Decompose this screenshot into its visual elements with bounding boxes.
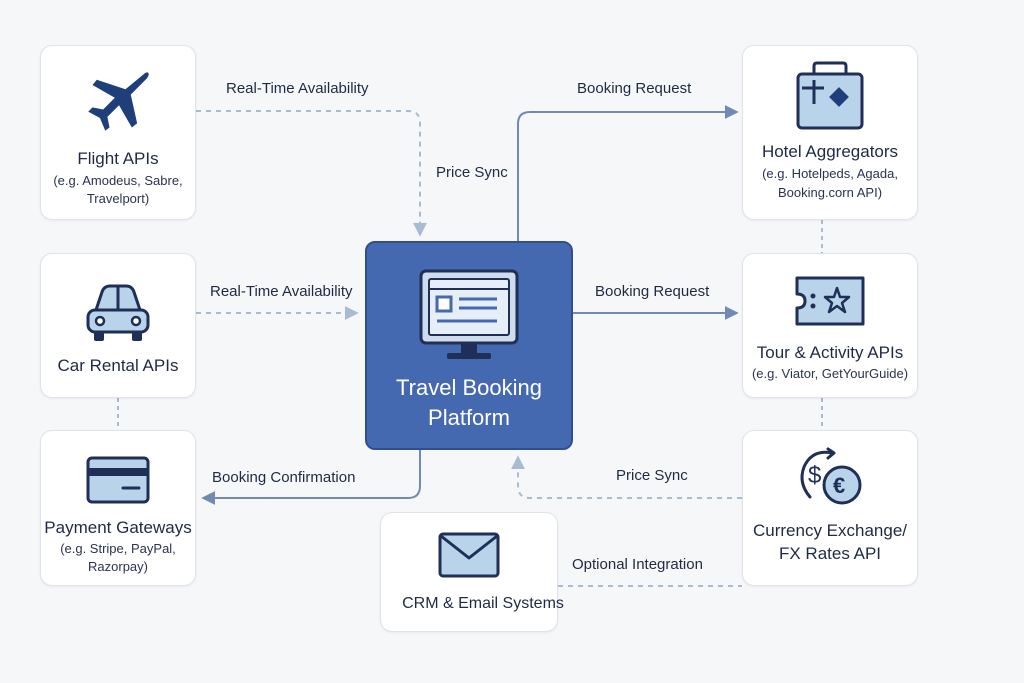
node-car-title: Car Rental APIs (57, 356, 179, 375)
node-hotel-sub-line1: (e.g. Hotelpeds, Agada, (762, 166, 898, 181)
envelope-icon (381, 531, 557, 579)
node-currency-title-line2: FX Rates API (778, 544, 882, 563)
node-hotel-aggregators[interactable]: Hotel Aggregators (e.g. Hotelpeds, Agada… (742, 45, 918, 220)
node-travel-booking-platform[interactable]: Travel Booking Platform (365, 241, 573, 450)
svg-text:€: € (833, 473, 845, 498)
node-flight-title: Flight APIs (77, 149, 159, 168)
node-currency-title-line1: Currency Exchange/ (752, 521, 908, 540)
node-flight-apis[interactable]: Flight APIs (e.g. Amodeus, Sabre, Travel… (40, 45, 196, 220)
credit-card-icon (41, 455, 195, 505)
label-tour-booking-request: Booking Request (593, 283, 712, 300)
node-payment-sub-line1: (e.g. Stripe, PayPal, (60, 541, 176, 556)
ticket-star-icon (743, 274, 917, 328)
node-payment-title: Payment Gateways (44, 518, 192, 537)
connector-hotel-booking-request (517, 105, 739, 241)
node-payment-gateways[interactable]: Payment Gateways (e.g. Stripe, PayPal, R… (40, 430, 196, 586)
car-icon (41, 280, 195, 344)
node-hotel-title: Hotel Aggregators (761, 142, 899, 161)
connector-payment-confirmation (201, 450, 421, 505)
label-payment-confirmation: Booking Confirmation (210, 469, 358, 486)
connector-flight-availability (196, 110, 427, 237)
label-car-availability: Real-Time Availability (208, 283, 355, 300)
suitcase-icon (743, 60, 917, 132)
label-flight-availability: Real-Time Availability (224, 80, 371, 97)
node-flight-sub-line1: (e.g. Amodeus, Sabre, (53, 173, 183, 188)
monitor-icon (367, 267, 571, 365)
airplane-icon (41, 68, 195, 136)
node-tour-activity-apis[interactable]: Tour & Activity APIs (e.g. Viator, GetYo… (742, 253, 918, 398)
node-crm-email[interactable]: CRM & Email Systems (380, 512, 564, 632)
node-flight-sub-line2: Travelport) (86, 191, 150, 206)
label-flight-price-sync: Price Sync (434, 164, 510, 181)
node-tour-sub-line1: (e.g. Viator, GetYourGuide) (751, 366, 909, 381)
connector-currency-price-sync (511, 455, 742, 499)
label-hotel-booking-request: Booking Request (575, 80, 694, 97)
currency-exchange-icon: $ € (743, 447, 917, 511)
node-payment-sub-line2: Razorpay) (88, 559, 148, 574)
node-hotel-sub-line2: Booking.corn API) (777, 185, 883, 200)
label-currency-price-sync: Price Sync (614, 467, 690, 484)
node-car-rental-apis[interactable]: Car Rental APIs (40, 253, 196, 398)
node-tour-title: Tour & Activity APIs (756, 343, 904, 362)
center-title-line1: Travel Booking (396, 375, 542, 400)
label-crm-optional: Optional Integration (570, 556, 705, 573)
center-title-line2: Platform (428, 405, 510, 430)
svg-text:$: $ (808, 462, 821, 489)
node-currency-exchange[interactable]: $ € Currency Exchange/ FX Rates API (742, 430, 918, 586)
node-crm-title: CRM & Email Systems (402, 595, 564, 612)
